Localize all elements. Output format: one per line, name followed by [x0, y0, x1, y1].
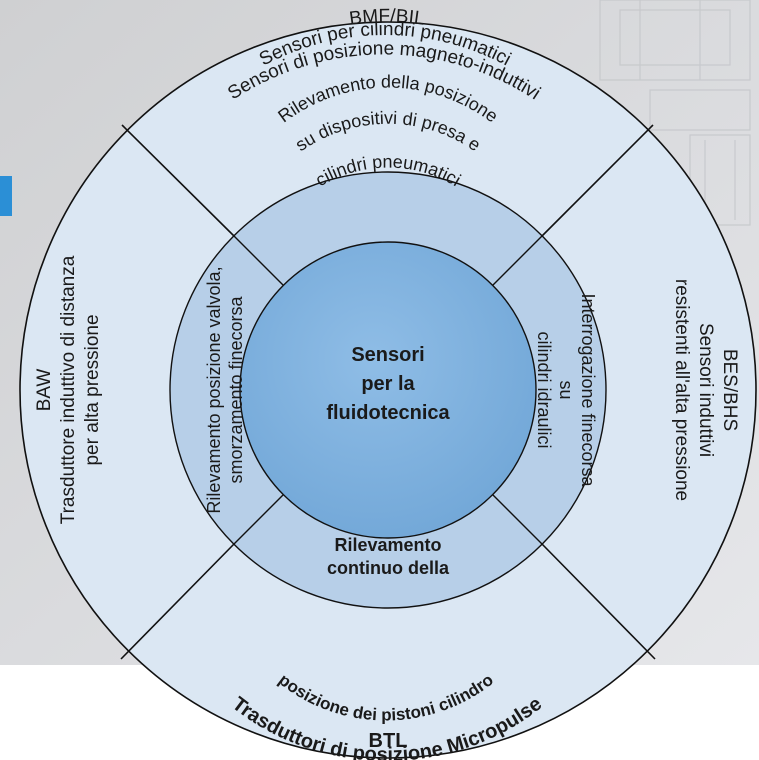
mid-left-line-2: smorzamento finecorsa [226, 295, 246, 483]
outer-top-line-1: BMF/BIL [348, 6, 426, 30]
outer-left-line-1: BAW [34, 369, 55, 412]
outer-right-line-3: resistenti all'alta pressione [671, 279, 692, 501]
divider-mid-sw [233, 494, 284, 545]
divider-outer-sw [120, 543, 235, 660]
mid-bottom-line-1: Rilevamento [334, 535, 441, 555]
divider-outer-se [541, 543, 656, 660]
mid-right-line-1: Interrogazione finecorsa [578, 293, 598, 487]
center-line-3: fluidotecnica [326, 402, 450, 424]
mid-bottom-line-2: continuo della [327, 558, 450, 578]
outer-bottom-line-2: BTL [369, 730, 408, 752]
mid-left-line-1: Rilevamento posizione valvola, [204, 266, 224, 513]
divider-outer-ne [541, 124, 654, 237]
outer-segment-right: BES/BHS Sensori induttivi resistenti all… [671, 279, 740, 501]
middle-segment-left: Rilevamento posizione valvola, smorzamen… [204, 266, 246, 513]
center-line-1: Sensori [351, 344, 424, 366]
mid-right-line-3: cilindri idraulici [534, 331, 554, 448]
divider-mid-nw [233, 235, 284, 286]
outer-right-line-1: BES/BHS [719, 349, 740, 431]
outer-segment-left: BAW Trasduttore induttivo di distanza pe… [34, 255, 103, 524]
accent-tab [0, 176, 12, 216]
middle-segment-right: Interrogazione finecorsa su cilindri idr… [534, 293, 598, 487]
divider-outer-nw [121, 124, 235, 237]
divider-mid-se [492, 494, 543, 545]
outer-left-line-2: Trasduttore induttivo di distanza [58, 255, 79, 524]
center-line-2: per la [361, 373, 415, 395]
outer-left-line-3: per alta pressione [82, 314, 103, 465]
center-circle [239, 241, 537, 539]
outer-right-line-2: Sensori induttivi [695, 323, 716, 457]
sensor-wheel [19, 21, 757, 759]
mid-right-line-2: su [556, 380, 576, 399]
divider-mid-ne [492, 235, 543, 286]
center-label: Sensori per la fluidotecnica [326, 344, 450, 424]
